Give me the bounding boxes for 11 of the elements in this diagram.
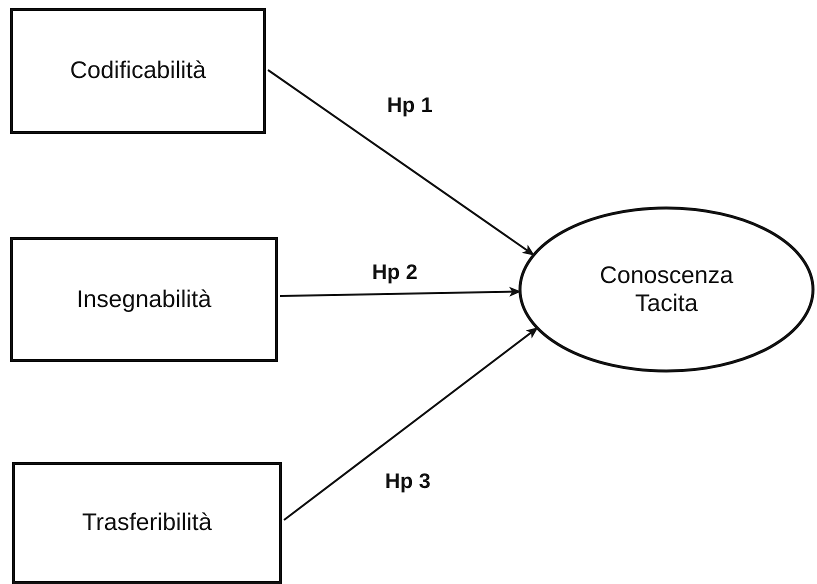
node-label: Codificabilità [70,57,206,85]
node-label: Insegnabilità [76,286,212,314]
node-label: Conoscenza Tacita [598,262,734,318]
variable-box [12,462,282,584]
node-label: Trasferibilità [82,509,212,537]
arrow [267,69,535,256]
arrow [283,327,538,521]
edge-label: Hp 3 [383,470,433,494]
edge-label: Hp 2 [370,261,420,285]
variable-box [10,237,278,362]
variable-box [10,8,266,134]
